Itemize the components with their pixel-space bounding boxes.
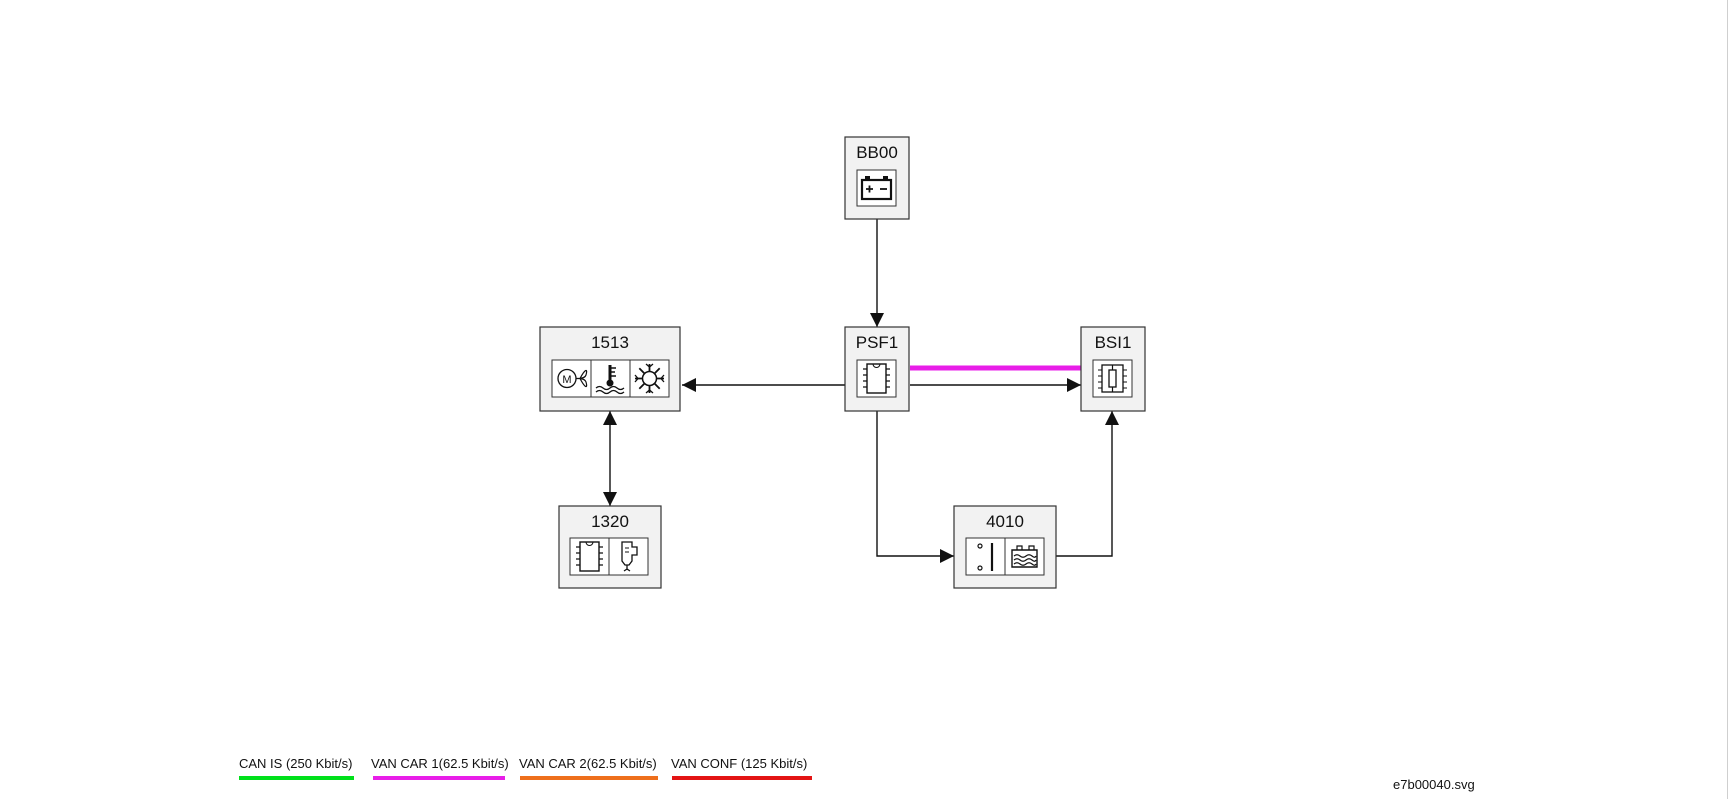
legend-label: VAN CAR 1(62.5 Kbit/s) [371,756,509,771]
fan-motor-icon: M [551,359,592,398]
connections [603,219,1119,563]
node-psf1[interactable]: PSF1 [844,326,910,412]
legend-label: VAN CAR 2(62.5 Kbit/s) [519,756,657,771]
link-4010-to-bsi1 [1056,411,1119,557]
node-4010[interactable]: 4010 [953,505,1057,589]
coolant-temperature-icon [590,359,631,398]
battery-icon [856,169,897,207]
legend-item-can-is: CAN IS (250 Kbit/s) [239,756,354,780]
ecu-chip-icon [569,537,610,576]
node-1513[interactable]: 1513 M [539,326,681,412]
source-filename: e7b00040.svg [1393,777,1475,792]
gauge-icon [965,537,1006,576]
legend-item-van-conf: VAN CONF (125 Kbit/s) [671,756,812,780]
frame-right-edge [1727,0,1728,799]
node-bb00-label: BB00 [856,143,898,162]
legend-label: CAN IS (250 Kbit/s) [239,756,352,771]
node-bsi1[interactable]: BSI1 [1080,326,1146,412]
legend: CAN IS (250 Kbit/s) VAN CAR 1(62.5 Kbit/… [239,756,812,780]
node-1513-label: 1513 [591,333,629,352]
node-1320-label: 1320 [591,512,629,531]
coolant-level-icon [1004,537,1045,576]
node-4010-label: 4010 [986,512,1024,531]
ecu-chip-icon [856,359,897,398]
legend-label: VAN CONF (125 Kbit/s) [671,756,807,771]
link-psf1-to-4010 [876,411,954,563]
node-bsi1-label: BSI1 [1095,333,1132,352]
node-bb00[interactable]: BB00 [844,136,910,220]
svg-text:M: M [562,374,571,386]
node-1320[interactable]: 1320 [558,505,662,589]
legend-item-van-car-2: VAN CAR 2(62.5 Kbit/s) [519,756,658,780]
fuse-module-icon [1092,359,1133,398]
air-conditioning-icon [629,359,670,398]
node-psf1-label: PSF1 [856,333,899,352]
legend-item-van-car-1: VAN CAR 1(62.5 Kbit/s) [371,756,509,780]
injector-icon [608,537,649,576]
